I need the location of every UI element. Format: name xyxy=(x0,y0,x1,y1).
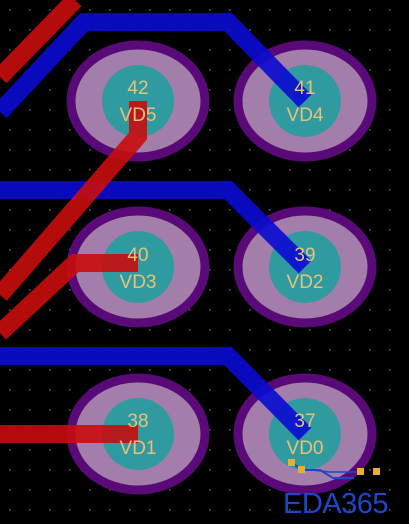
pad-38-number: 38 xyxy=(127,411,148,432)
pad-41-net: VD4 xyxy=(287,105,324,126)
pad-42-number: 42 xyxy=(127,78,148,99)
trace-vd4[interactable] xyxy=(0,13,312,119)
watermark-text: EDA365 xyxy=(283,488,388,520)
circuit-logo-icon xyxy=(288,459,380,479)
top-layer-traces xyxy=(0,0,147,443)
trace-vd5-b[interactable] xyxy=(0,101,147,301)
pad-40-net: VD3 xyxy=(120,272,157,293)
trace-vd0[interactable] xyxy=(0,347,312,441)
bottom-layer-traces xyxy=(0,13,312,441)
trace-vd5-a[interactable] xyxy=(0,0,82,84)
pad-38-net: VD1 xyxy=(120,438,157,459)
pad-40-number: 40 xyxy=(127,245,148,266)
pad-labels: 42 VD5 41 VD4 40 VD3 39 VD2 38 VD1 37 VD… xyxy=(120,78,324,459)
pad-37-number: 37 xyxy=(294,411,315,432)
trace-vd2[interactable] xyxy=(0,181,312,274)
trace-vd3[interactable] xyxy=(0,254,138,340)
pad-39-net: VD2 xyxy=(287,272,324,293)
pad-42-net: VD5 xyxy=(120,105,157,126)
pad-41-number: 41 xyxy=(294,78,315,99)
pad-37-net: VD0 xyxy=(287,438,324,459)
pad-39-number: 39 xyxy=(294,245,315,266)
